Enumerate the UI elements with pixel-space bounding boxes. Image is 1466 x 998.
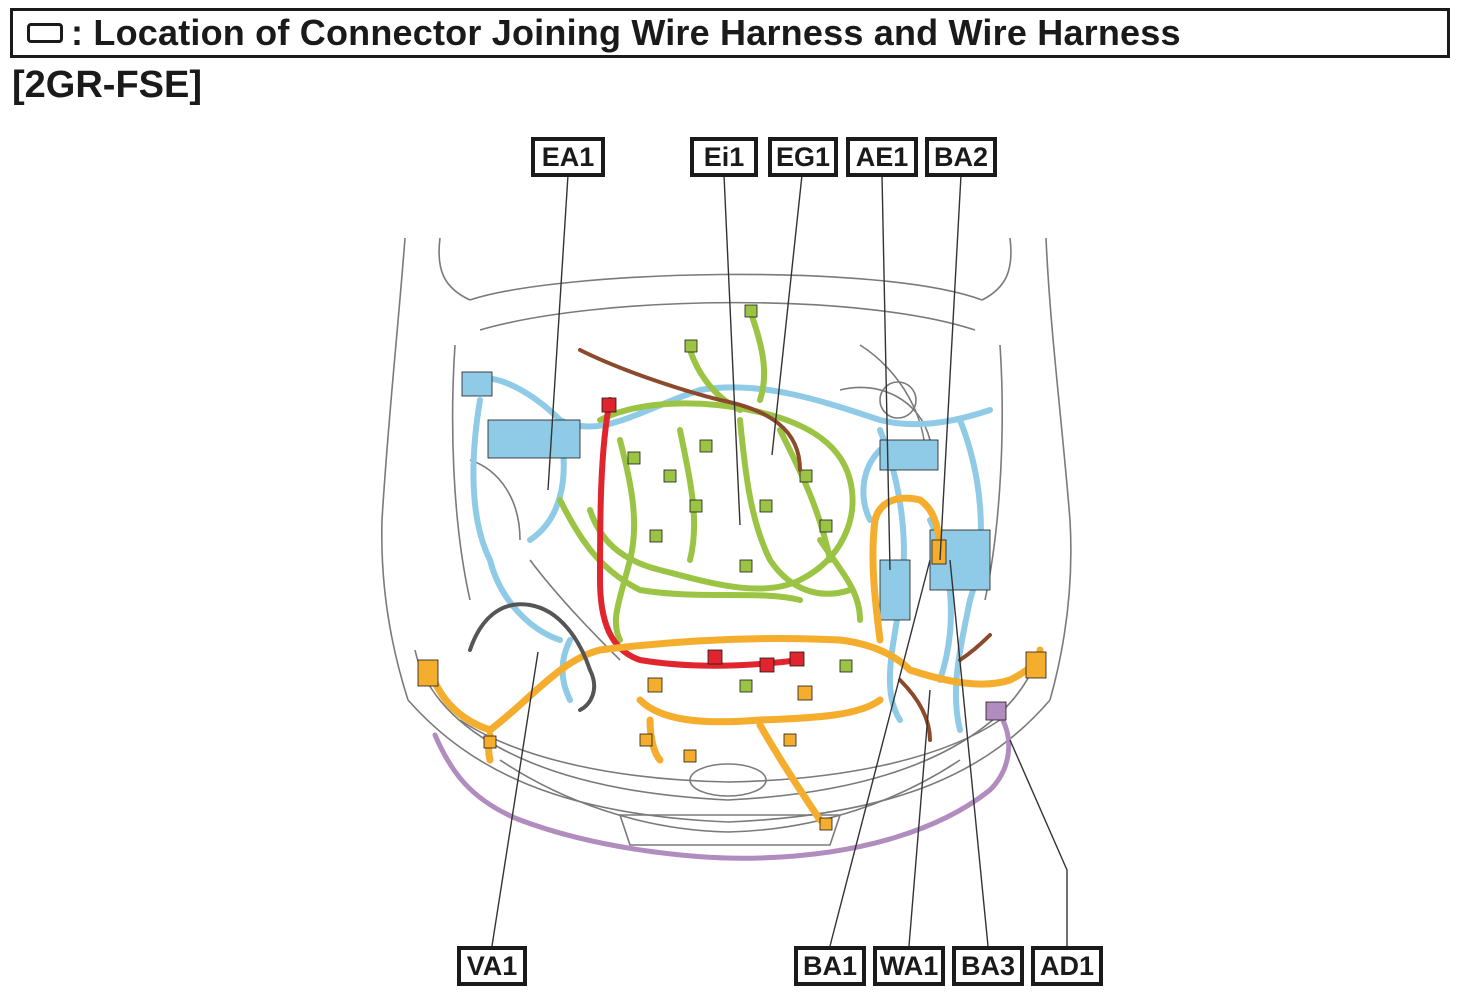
red-harness [596, 397, 803, 669]
green-connectors [627, 304, 853, 693]
red-connectors [601, 397, 805, 673]
connector-label-ae1: AE1 [846, 137, 918, 177]
header-frame: : Location of Connector Joining Wire Har… [10, 8, 1450, 58]
page-title: : Location of Connector Joining Wire Har… [71, 12, 1181, 53]
connector-label-ad1: AD1 [1031, 946, 1103, 986]
connector-label-wa1: WA1 [873, 946, 945, 986]
connector-label-eg1: EG1 [768, 137, 838, 177]
connector-label-ba1: BA1 [794, 946, 866, 986]
orange-harness [426, 494, 1044, 824]
vehicle-outline [380, 237, 1072, 846]
leader-lines [491, 174, 1068, 947]
connector-frame-symbol [27, 23, 63, 43]
purple-connector [985, 701, 1007, 721]
orange-connectors [417, 539, 1047, 831]
green-harness [557, 307, 863, 643]
connector-label-ea1: EA1 [531, 137, 605, 177]
brown-harness [578, 348, 992, 742]
purple-harness [432, 712, 1012, 861]
connector-label-ba2: BA2 [925, 137, 997, 177]
engine-code-label: [2GR-FSE] [12, 64, 202, 106]
connector-label-ba3: BA3 [952, 946, 1024, 986]
connector-label-ei1: Ei1 [690, 137, 758, 177]
gray-harness [468, 602, 597, 712]
connector-label-va1: VA1 [457, 946, 527, 986]
